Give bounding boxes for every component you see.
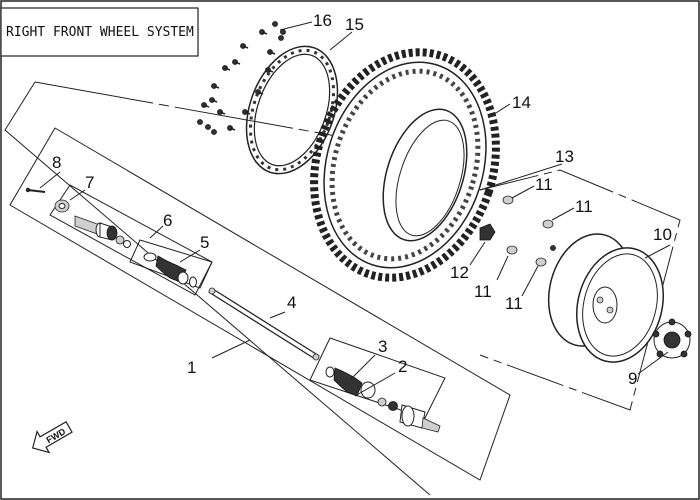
callout-15: 15 (345, 15, 364, 34)
diagram-title: RIGHT FRONT WHEEL SYSTEM (6, 25, 194, 40)
fwd-arrow-icon: FWD (31, 420, 73, 454)
beadlock-bolt-set (197, 21, 286, 135)
callout-11a: 11 (535, 175, 553, 194)
drive-shaft-assembly (4, 81, 511, 496)
tire (310, 48, 500, 282)
wheel-hub (652, 318, 692, 359)
lug-nut (502, 195, 514, 205)
outer-boot-kit (143, 252, 197, 288)
callout-6: 6 (163, 211, 172, 230)
callout-13: 13 (555, 147, 574, 166)
lug-nut (506, 245, 518, 255)
callout-7: 7 (85, 173, 94, 192)
valve-stem (550, 245, 556, 251)
outer-cv-joint (74, 215, 131, 248)
callout-14: 14 (512, 93, 531, 112)
lug-nut (542, 219, 554, 229)
rim-assembly (479, 169, 692, 411)
callout-1: 1 (187, 358, 196, 377)
cotter-pin (25, 187, 46, 193)
callout-4: 4 (287, 293, 296, 312)
inner-boot-kit (325, 366, 376, 399)
axle-shaft (208, 287, 320, 361)
axle-nut (54, 199, 70, 213)
callout-8: 8 (52, 153, 61, 172)
callout-10: 10 (653, 225, 672, 244)
callout-11b: 11 (575, 197, 593, 216)
callout-3: 3 (378, 337, 387, 356)
callout-11d: 11 (505, 294, 523, 313)
center-cap (479, 223, 496, 241)
callout-2: 2 (398, 357, 407, 376)
lug-nut (535, 257, 547, 267)
title-box: RIGHT FRONT WHEEL SYSTEM (0, 7, 199, 57)
callout-11c: 11 (474, 282, 492, 301)
callout-5: 5 (200, 233, 209, 252)
callout-9: 9 (628, 369, 637, 388)
callout-16: 16 (313, 11, 332, 30)
inner-cv-joint (377, 397, 441, 433)
callout-12: 12 (450, 263, 469, 282)
